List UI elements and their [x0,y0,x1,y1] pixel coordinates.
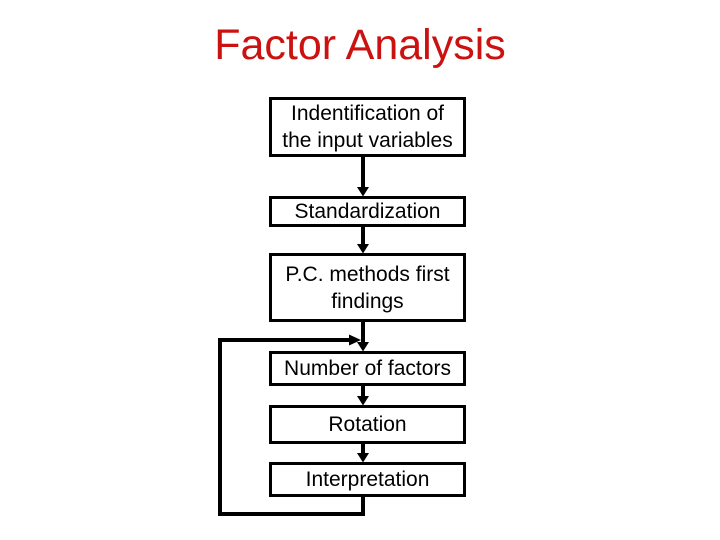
flow-box-identification: Indentification of the input variables [269,97,466,157]
flow-box-number-of-factors: Number of factors [269,351,466,386]
arrowhead-right-feedback [349,334,361,346]
flow-box-pc-methods-first-findings: P.C. methods first findings [269,253,466,322]
flow-box-standardization: Standardization [269,196,466,227]
flow-box-rotation: Rotation [269,405,466,444]
slide-title: Factor Analysis [214,21,506,69]
flow-box-interpretation: Interpretation [269,462,466,497]
